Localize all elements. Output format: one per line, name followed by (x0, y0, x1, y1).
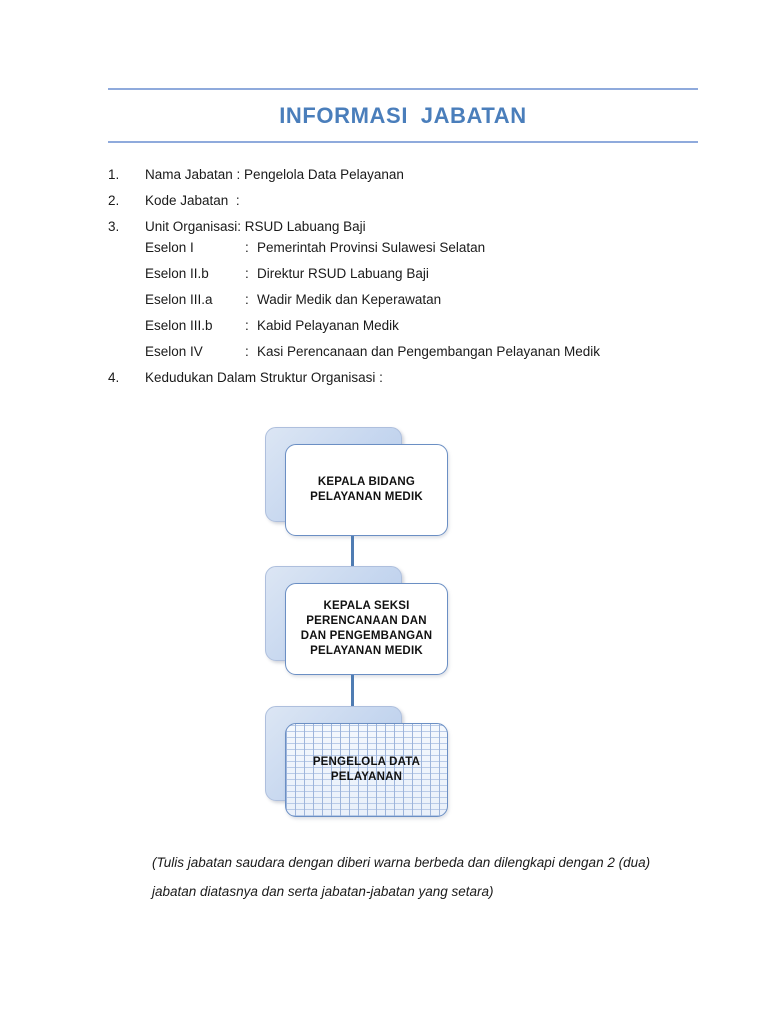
eselon-label: Eselon III.b (145, 318, 213, 333)
org-node-front-layer-highlighted: PENGELOLA DATA PELAYANAN (285, 723, 448, 817)
org-node-pengelola-data-pelayanan[interactable]: PENGELOLA DATA PELAYANAN (265, 706, 449, 818)
field-list-item-4: 4. Kedudukan Dalam Struktur Organisasi : (108, 370, 708, 396)
eselon-value: Kasi Perencanaan dan Pengembangan Pelaya… (257, 344, 600, 359)
document-header: INFORMASI JABATAN (108, 88, 698, 143)
eselon-label: Eselon I (145, 240, 194, 255)
eselon-label: Eselon IV (145, 344, 203, 359)
eselon-value: Pemerintah Provinsi Sulawesi Selatan (257, 240, 486, 255)
list-item-text: Kedudukan Dalam Struktur Organisasi : (145, 370, 383, 385)
org-connector-2 (351, 675, 354, 706)
list-item-text: Unit Organisasi: RSUD Labuang Baji (145, 219, 366, 234)
eselon-value: Direktur RSUD Labuang Baji (257, 266, 429, 281)
eselon-colon: : (245, 318, 249, 333)
page-title: INFORMASI JABATAN (279, 103, 527, 128)
org-node-label: KEPALA BIDANG PELAYANAN MEDIK (310, 476, 423, 503)
eselon-colon: : (245, 344, 249, 359)
eselon-colon: : (245, 266, 249, 281)
list-item-number: 2. (108, 193, 120, 208)
eselon-colon: : (245, 292, 249, 307)
eselon-label: Eselon III.a (145, 292, 213, 307)
eselon-value: Kabid Pelayanan Medik (257, 318, 399, 333)
org-node-front-layer: KEPALA SEKSI PERENCANAAN DAN DAN PENGEMB… (285, 583, 448, 675)
list-item: 3. Unit Organisasi: RSUD Labuang Baji (108, 219, 708, 245)
eselon-row: Eselon IV : Kasi Perencanaan dan Pengemb… (145, 344, 745, 370)
org-node-label: PENGELOLA DATA PELAYANAN (312, 756, 421, 783)
eselon-row: Eselon II.b : Direktur RSUD Labuang Baji (145, 266, 745, 292)
org-node-label: KEPALA SEKSI PERENCANAAN DAN DAN PENGEMB… (300, 600, 433, 657)
org-connector-1 (351, 536, 354, 567)
list-item-text: Kode Jabatan : (145, 193, 240, 208)
header-rule-bottom (108, 141, 698, 143)
list-item-text: Nama Jabatan : Pengelola Data Pelayanan (145, 167, 404, 182)
org-node-front-layer: KEPALA BIDANG PELAYANAN MEDIK (285, 444, 448, 536)
list-item-number: 4. (108, 370, 120, 385)
eselon-colon: : (245, 240, 249, 255)
list-item-number: 3. (108, 219, 120, 234)
field-list: 1. Nama Jabatan : Pengelola Data Pelayan… (108, 167, 708, 245)
eselon-list: Eselon I : Pemerintah Provinsi Sulawesi … (145, 240, 745, 370)
header-rule-top (108, 88, 698, 90)
list-item: 1. Nama Jabatan : Pengelola Data Pelayan… (108, 167, 708, 193)
list-item: 4. Kedudukan Dalam Struktur Organisasi : (108, 370, 708, 396)
eselon-row: Eselon III.a : Wadir Medik dan Keperawat… (145, 292, 745, 318)
list-item-number: 1. (108, 167, 120, 182)
eselon-value: Wadir Medik dan Keperawatan (257, 292, 442, 307)
list-item: 2. Kode Jabatan : (108, 193, 708, 219)
chart-caption: (Tulis jabatan saudara dengan diberi war… (152, 855, 651, 899)
eselon-row: Eselon I : Pemerintah Provinsi Sulawesi … (145, 240, 745, 266)
org-node-kepala-seksi[interactable]: KEPALA SEKSI PERENCANAAN DAN DAN PENGEMB… (265, 566, 449, 676)
org-node-kepala-bidang[interactable]: KEPALA BIDANG PELAYANAN MEDIK (265, 427, 449, 537)
eselon-label: Eselon II.b (145, 266, 209, 281)
eselon-row: Eselon III.b : Kabid Pelayanan Medik (145, 318, 745, 344)
